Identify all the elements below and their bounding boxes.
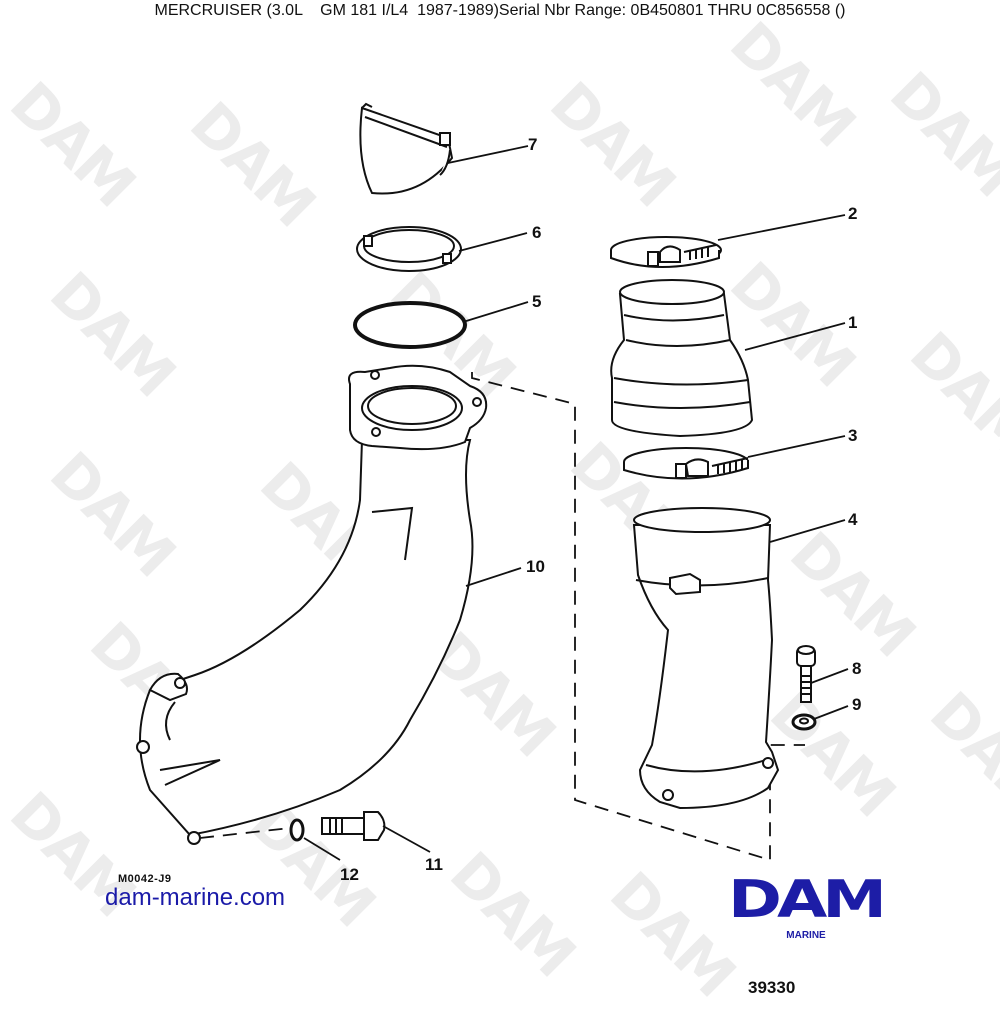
callout-1: 1	[848, 313, 857, 332]
callout-6: 6	[532, 223, 541, 242]
part-9-washer[interactable]	[791, 713, 817, 731]
callout-10: 10	[526, 557, 545, 576]
part-3-hose-clamp[interactable]	[623, 447, 749, 480]
part-4-exhaust-pipe[interactable]	[632, 507, 780, 810]
part-8-cap-screw[interactable]	[796, 645, 816, 703]
callout-3: 3	[848, 426, 857, 445]
callout-9: 9	[852, 695, 861, 714]
part-5-o-ring[interactable]	[353, 301, 467, 349]
part-7-flapper[interactable]	[359, 102, 454, 195]
page-title: MERCRUISER (3.0L GM 181 I/L4 1987-1989)S…	[154, 2, 846, 19]
callout-4: 4	[848, 510, 858, 529]
callout-8: 8	[852, 659, 861, 678]
diagram-number: 39330	[748, 978, 796, 997]
part-6-retaining-ring[interactable]	[356, 226, 462, 272]
part-11-bolt[interactable]	[321, 811, 386, 841]
callout-11: 11	[425, 855, 443, 874]
part-2-hose-clamp[interactable]	[610, 236, 722, 268]
callout-7: 7	[528, 135, 537, 154]
logo-subtext: MARINE	[786, 930, 826, 941]
alignment-guide	[199, 827, 291, 839]
website-link[interactable]: dam-marine.com	[105, 884, 286, 911]
callout-5: 5	[532, 292, 541, 311]
logo-text: DAM	[728, 870, 887, 930]
alignment-guide	[471, 372, 805, 862]
part-1-sleeve[interactable]	[610, 279, 754, 438]
callout-12: 12	[340, 865, 359, 884]
part-10-exhaust-elbow[interactable]	[136, 364, 488, 845]
dam-marine-logo: DAM MARINE	[728, 874, 900, 941]
callout-2: 2	[848, 204, 857, 223]
figure-code: M0042-J9	[118, 873, 172, 885]
part-12-lock-washer[interactable]	[289, 818, 305, 842]
